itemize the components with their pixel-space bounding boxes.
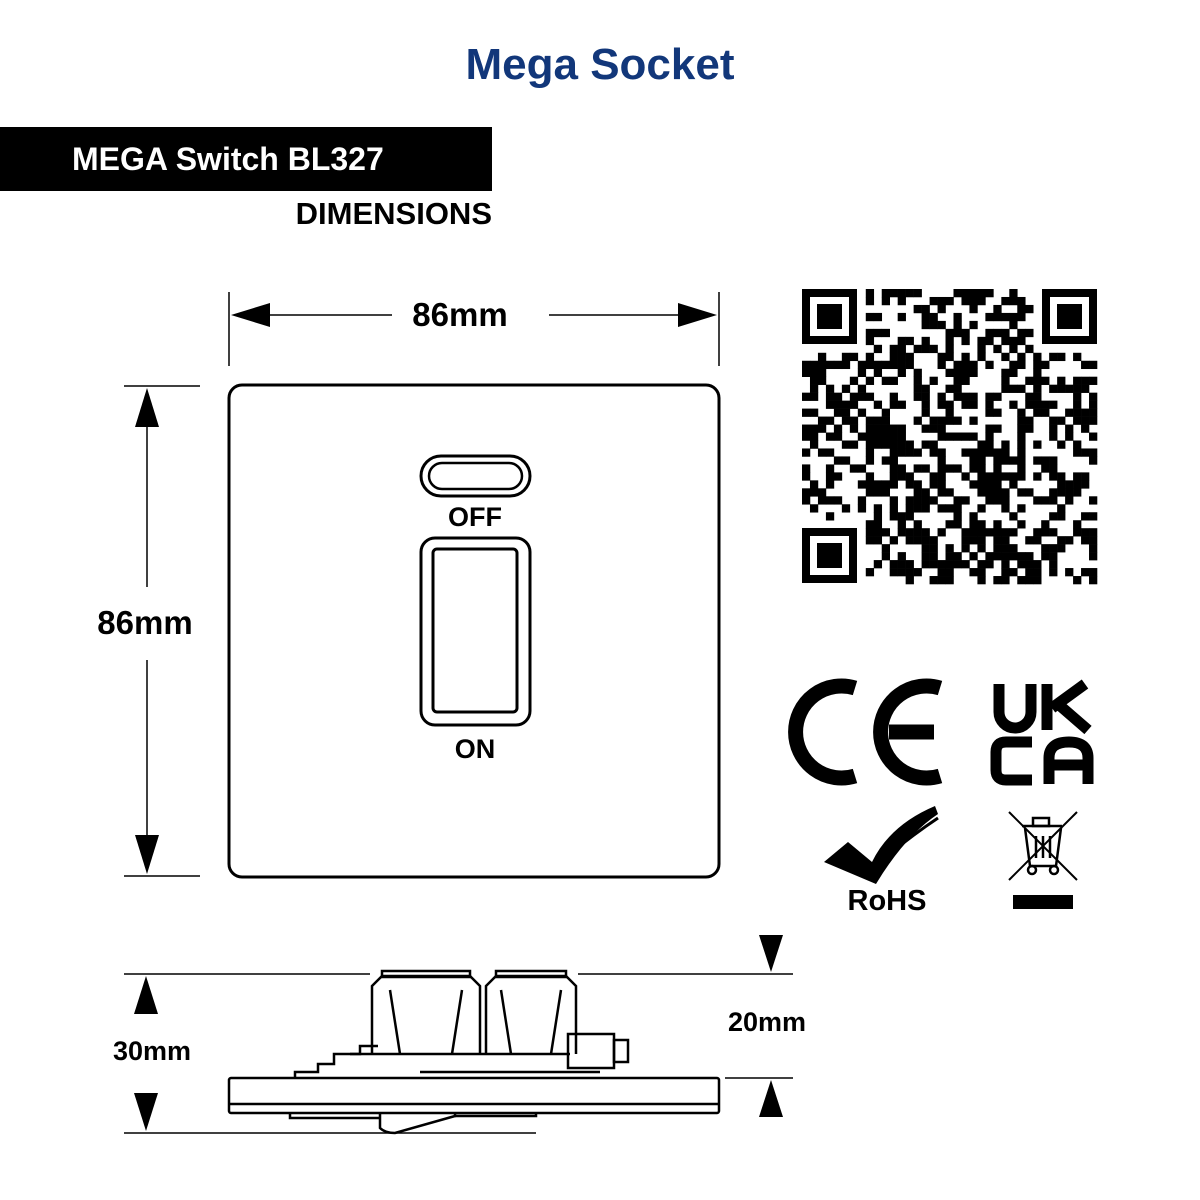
- arrow-down-icon: [135, 835, 159, 874]
- side-view: [124, 969, 793, 1135]
- rohs-label: RoHS: [848, 885, 927, 917]
- height-dimension-label: 86mm: [97, 604, 193, 641]
- product-name: MEGA Switch BL327: [72, 141, 384, 177]
- width-dimension: [228, 292, 720, 366]
- ce-mark-icon: [788, 678, 943, 786]
- indicator-label: OFF: [448, 502, 502, 532]
- arrow-up-icon: [135, 388, 159, 427]
- arrow-left-icon: [231, 303, 270, 327]
- height-dimension: [124, 385, 200, 877]
- switch-front-plate: [227, 383, 721, 879]
- depth-dimension-label: 30mm: [112, 1036, 192, 1066]
- rocker-switch: [419, 536, 532, 727]
- weee-crossed-bin-icon: [1008, 811, 1078, 909]
- product-name-bar: MEGA Switch BL327: [0, 127, 492, 191]
- arrow-down-icon: [134, 1093, 158, 1131]
- projection-dimension: [759, 935, 783, 1117]
- arrow-up-icon: [759, 1080, 783, 1117]
- indicator-light: [419, 454, 532, 498]
- arrow-down-icon: [759, 935, 783, 972]
- depth-dimension: [134, 976, 158, 1131]
- projection-dimension-label: 20mm: [727, 1007, 807, 1037]
- width-dimension-label: 86mm: [412, 296, 508, 333]
- arrow-right-icon: [678, 303, 717, 327]
- brand-title: Mega Socket: [465, 40, 735, 89]
- arrow-up-icon: [134, 976, 158, 1014]
- section-title: DIMENSIONS: [295, 196, 492, 231]
- ukca-mark-icon: [990, 679, 1094, 786]
- rocker-label: ON: [455, 734, 496, 764]
- qr-code-icon: [800, 287, 1098, 585]
- rohs-checkmark-icon: [824, 806, 939, 884]
